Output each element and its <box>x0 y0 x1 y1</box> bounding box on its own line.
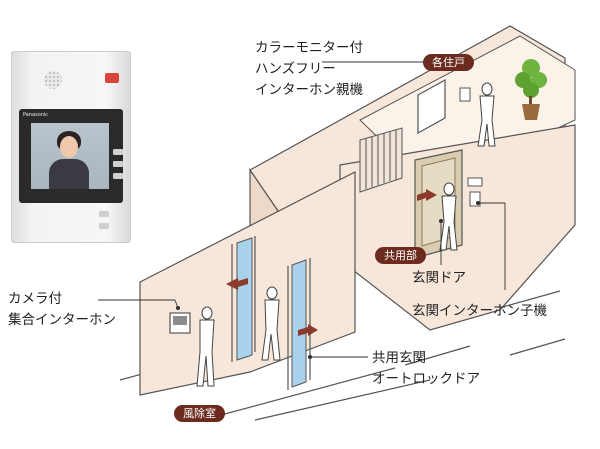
visitor-body <box>49 159 89 189</box>
louver-grille <box>359 127 403 193</box>
visitor-face <box>60 136 78 158</box>
badge-common-area: 共用部 <box>375 247 426 264</box>
side-button <box>99 223 109 229</box>
label-camera-line1: カメラ付 <box>8 291 62 307</box>
side-button <box>113 173 123 179</box>
label-camera-line2: 集合インターホン <box>8 312 116 328</box>
camera-intercom-screen <box>173 316 187 325</box>
label-entrance-door: 玄関ドア <box>412 270 466 286</box>
label-monitor-line3: インターホン親機 <box>255 82 363 98</box>
label-autolock-line1: 共用玄関 <box>372 350 426 366</box>
door-nameplate <box>467 177 483 187</box>
device-brand: Panasonic <box>23 112 49 118</box>
label-entrance-intercom: 玄関インターホン子機 <box>412 303 547 319</box>
side-button <box>113 149 123 155</box>
badge-vestibule: 風除室 <box>174 405 225 422</box>
intercom-monitor-photo: Panasonic <box>11 51 131 243</box>
autolock-glass-doors <box>231 236 311 390</box>
label-autolock-line2: オートロックドア <box>372 371 480 387</box>
emergency-button <box>105 73 119 83</box>
label-monitor-line1: カラーモニター付 <box>255 40 363 56</box>
speaker-grille <box>44 71 62 89</box>
window-opening <box>417 78 446 135</box>
potted-plant <box>515 59 547 120</box>
unit-monitor-unit <box>459 87 471 102</box>
label-monitor-line2: ハンズフリー <box>255 61 336 77</box>
people-figures <box>196 82 496 387</box>
badge-each-unit: 各住戸 <box>423 54 474 71</box>
side-button <box>99 211 109 217</box>
side-button <box>113 161 123 167</box>
door-intercom-unit <box>469 191 481 207</box>
flow-arrows <box>226 189 437 336</box>
